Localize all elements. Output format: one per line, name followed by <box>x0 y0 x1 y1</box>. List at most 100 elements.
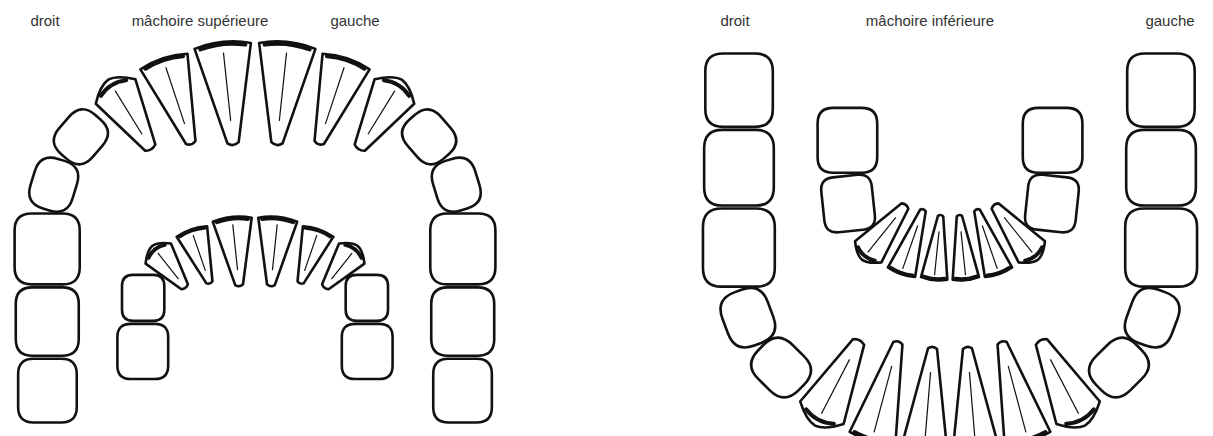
tooth-outline <box>946 214 979 282</box>
tooth-outline <box>249 39 316 148</box>
teeth <box>15 39 1197 436</box>
tooth-crown <box>16 287 79 355</box>
tooth-crown <box>346 275 388 321</box>
tooth-outline <box>342 324 393 379</box>
tooth-crown <box>1024 173 1080 233</box>
tooth-outline <box>1120 283 1185 353</box>
tooth-ridge <box>158 253 179 279</box>
tooth-outline <box>431 287 494 355</box>
tooth-outline <box>818 108 878 173</box>
tooth-crown <box>194 39 261 148</box>
tooth-outline <box>704 130 774 206</box>
tooth-crown <box>1126 130 1196 206</box>
tooth-outline <box>430 214 495 285</box>
tooth-crown <box>25 153 82 216</box>
tooth-crown <box>945 345 998 436</box>
tooth-crown <box>430 214 495 285</box>
tooth-ridge <box>903 225 918 268</box>
tooth-ridge <box>925 372 931 436</box>
tooth-ridge <box>935 231 940 275</box>
tooth-outline <box>1126 130 1196 206</box>
tooth-outline <box>213 215 259 288</box>
incisal-edge <box>345 243 363 258</box>
tooth-outline <box>433 359 492 423</box>
tooth-outline <box>820 173 876 233</box>
tooth-ridge <box>1008 366 1026 433</box>
side-label: gauche <box>1145 12 1194 30</box>
tooth-crown <box>1120 283 1185 353</box>
incisal-edge <box>327 54 365 69</box>
side-label: droit <box>720 12 749 30</box>
incisal-edge <box>854 432 891 436</box>
tooth-ridge <box>1050 359 1078 413</box>
tooth-crown <box>117 324 168 379</box>
tooth-crown <box>704 130 774 206</box>
tooth-ridge <box>325 67 344 124</box>
tooth-crown <box>921 214 954 282</box>
incisal-edge <box>1025 247 1043 263</box>
incisal-edge <box>1009 432 1046 436</box>
tooth-outline <box>122 275 164 321</box>
tooth-outline <box>945 345 998 436</box>
incisal-edge <box>955 277 976 280</box>
side-label: droit <box>30 12 59 30</box>
tooth-crown <box>820 173 876 233</box>
tooth-ridge <box>982 225 997 268</box>
tooth-crown <box>213 215 259 288</box>
incisal-edge <box>856 247 874 263</box>
tooth-ridge <box>115 91 142 135</box>
incisal-edge <box>147 243 165 258</box>
tooth-crown <box>715 283 780 353</box>
tooth-crown <box>18 359 77 423</box>
incisal-edge <box>200 42 245 50</box>
side-label: gauche <box>330 12 379 30</box>
tooth-crown <box>703 209 775 287</box>
tooth-crown <box>705 54 772 127</box>
tooth-crown <box>1023 108 1083 173</box>
tooth-ridge <box>821 359 849 413</box>
tooth-crown <box>946 214 979 282</box>
tooth-crown <box>122 275 164 321</box>
incisal-edge <box>145 54 183 69</box>
incisal-edge <box>924 277 945 280</box>
tooth-outline <box>1024 173 1080 233</box>
tooth-ridge <box>969 372 975 436</box>
incisal-edge <box>987 268 1009 277</box>
incisal-edge <box>265 42 310 50</box>
tooth-outline <box>194 39 261 148</box>
tooth-outline <box>902 345 955 436</box>
tooth-outline <box>1125 209 1197 287</box>
tooth-outline <box>15 214 80 285</box>
tooth-crown <box>433 359 492 423</box>
tooth-crown <box>342 324 393 379</box>
tooth-ridge <box>961 231 966 275</box>
tooth-ridge <box>233 224 238 270</box>
tooth-ridge <box>305 235 317 271</box>
tooth-outline <box>921 214 954 282</box>
incisal-edge <box>179 226 204 236</box>
tooth-crown <box>251 215 297 288</box>
tooth-crown <box>428 153 485 216</box>
tooth-crown <box>249 39 316 148</box>
tooth-crown <box>818 108 878 173</box>
tooth-ridge <box>193 235 205 271</box>
tooth-crown <box>902 345 955 436</box>
incisal-edge <box>890 268 912 277</box>
tooth-outline <box>251 215 297 288</box>
tooth-outline <box>703 209 775 287</box>
tooth-ridge <box>368 91 395 135</box>
jaw-label: mâchoire supérieure <box>132 12 269 30</box>
incisal-edge <box>99 77 126 96</box>
tooth-ridge <box>874 366 892 433</box>
incisal-edge <box>804 409 833 427</box>
tooth-outline <box>705 54 772 127</box>
tooth-outline <box>117 324 168 379</box>
tooth-outline <box>25 153 82 216</box>
tooth-crown <box>1127 54 1194 127</box>
tooth-ridge <box>166 67 185 124</box>
jaw-label: mâchoire inférieure <box>866 12 994 30</box>
tooth-ridge <box>272 224 277 270</box>
tooth-crown <box>1125 209 1197 287</box>
